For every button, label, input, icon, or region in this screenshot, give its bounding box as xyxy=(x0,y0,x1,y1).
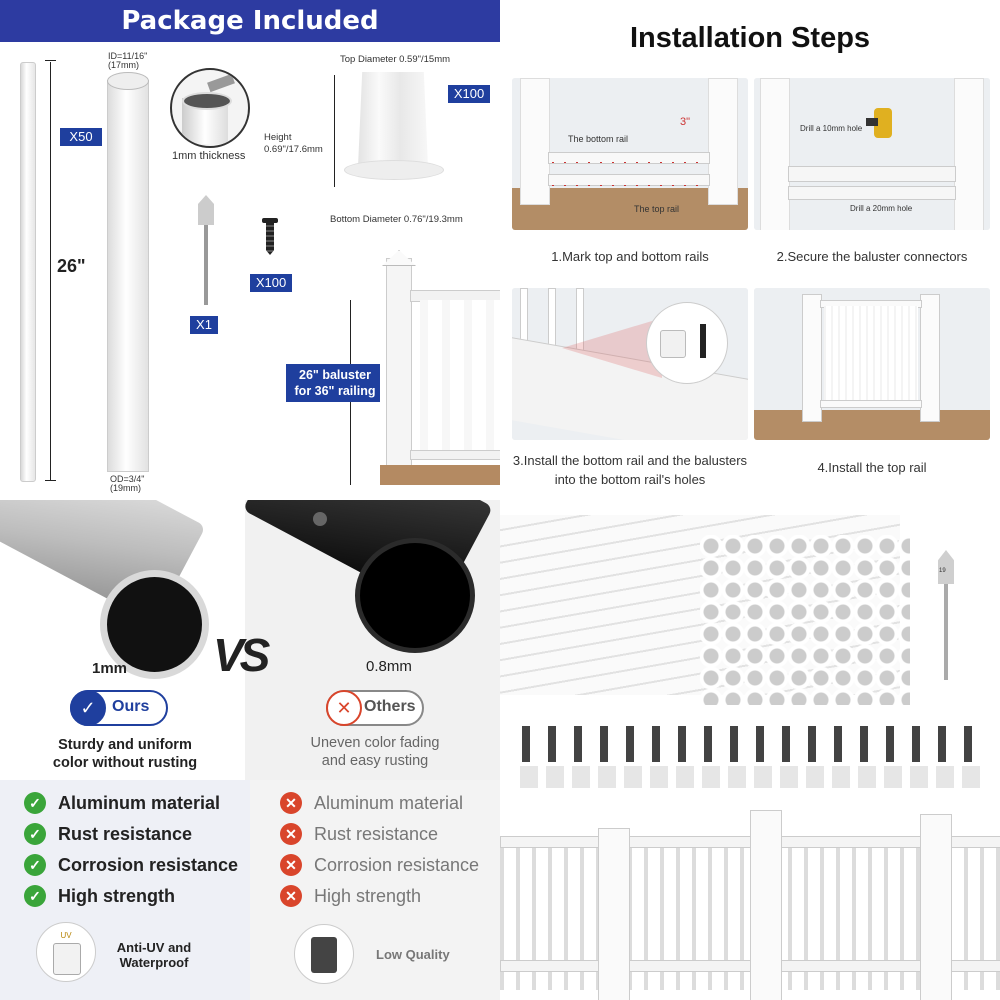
height-dim-line xyxy=(334,75,335,187)
package-title: Package Included xyxy=(0,0,500,42)
inner-diameter-label: ID=11/16" (17mm) xyxy=(108,51,148,70)
ours-feature-check-icon: ✓ xyxy=(24,885,46,907)
others-feature-cross-icon: ✕ xyxy=(280,823,302,845)
comparison-panel: 1mm 0.8mm VS ✓ Ours ✕ Others Sturdy and … xyxy=(0,500,500,1000)
step2-caption: 2.Secure the baluster connectors xyxy=(776,249,968,264)
others-feature-cross-icon: ✕ xyxy=(280,792,302,814)
thickness-zoom-circle xyxy=(170,68,250,148)
ours-feature-3: Corrosion resistance xyxy=(58,855,239,875)
others-feature-cross-icon: ✕ xyxy=(280,885,302,907)
ours-description: Sturdy and uniform color without rusting xyxy=(52,737,198,771)
step3-image xyxy=(512,288,748,440)
length-label: 26" xyxy=(57,256,86,276)
step1-caption: 1.Mark top and bottom rails xyxy=(551,249,709,264)
railing-illustration xyxy=(380,250,500,485)
dim-tick-top xyxy=(45,60,56,61)
quantity-badge-x50: X50 xyxy=(60,128,102,146)
others-thickness: 0.8mm xyxy=(366,658,412,675)
others-feature-3: Corrosion resistance xyxy=(314,855,480,875)
thickness-label: 1mm thickness xyxy=(172,150,246,162)
screw-image xyxy=(260,218,280,258)
ours-badge: ✓ Ours xyxy=(70,690,168,726)
uv-text: UV xyxy=(60,931,72,940)
step2-label-20mm: Drill a 20mm hole xyxy=(850,204,913,213)
installation-steps-panel: Installation Steps The bottom rail The t… xyxy=(500,0,1000,500)
ours-check-icon: ✓ xyxy=(70,690,106,726)
step1-label-top-rail: The top rail xyxy=(634,204,680,214)
uv-connector-icon: UV xyxy=(36,922,96,982)
others-badge: ✕ Others xyxy=(326,690,424,726)
others-cross-icon: ✕ xyxy=(326,690,362,726)
tube-top-opening xyxy=(107,72,149,90)
baluster-thin xyxy=(20,62,36,482)
installation-title: Installation Steps xyxy=(629,22,871,54)
ours-feature-check-icon: ✓ xyxy=(24,792,46,814)
package-included-panel: Package Included X50 26" ID=11/16" (17mm… xyxy=(0,0,500,500)
spade-bit: 19 xyxy=(934,550,958,685)
others-feature-cross-icon: ✕ xyxy=(280,854,302,876)
height-label: Height 0.69"/17.6mm xyxy=(264,132,323,155)
baluster-note-box xyxy=(286,364,380,402)
ours-feature-2: Rust resistance xyxy=(58,824,193,844)
curved-railing-image xyxy=(500,810,1000,1000)
step2-image: Drill a 10mm hole Drill a 20mm hole xyxy=(754,78,990,230)
ours-feature-1: Aluminum material xyxy=(58,793,221,813)
connectors-row xyxy=(520,766,986,788)
quantity-badge-x1: X1 xyxy=(190,316,218,334)
low-quality-connector-icon xyxy=(294,924,354,984)
bottom-diameter-label: Bottom Diameter 0.76"/19.3mm xyxy=(330,214,463,225)
baluster-bundle-image xyxy=(500,505,910,705)
others-feature-2: Rust resistance xyxy=(314,824,439,844)
step1-image: The bottom rail The top rail 3" xyxy=(512,78,748,230)
ours-footer-text: Anti-UV and Waterproof xyxy=(116,940,192,970)
others-tube-image xyxy=(242,500,494,653)
ours-feature-check-icon: ✓ xyxy=(24,823,46,845)
step4-image xyxy=(754,288,990,440)
screws-row xyxy=(522,726,982,762)
ours-badge-label: Ours xyxy=(112,698,150,715)
others-footer-text: Low Quality xyxy=(376,947,450,962)
step3-caption: 3.Install the bottom rail and the balust… xyxy=(512,453,748,487)
others-feature-1: Aluminum material xyxy=(314,793,464,813)
drill-bit-number: 19 xyxy=(939,568,946,574)
connector-image xyxy=(344,72,444,180)
step1-label-bottom-rail: The bottom rail xyxy=(568,134,629,144)
quantity-badge-x100-screw: X100 xyxy=(250,274,292,292)
step4-caption: 4.Install the top rail xyxy=(817,460,927,475)
quantity-badge-x100-connector: X100 xyxy=(448,85,490,103)
ours-feature-4: High strength xyxy=(58,886,175,906)
others-description: Uneven color fading and easy rusting xyxy=(310,735,440,769)
dim-tick-bottom xyxy=(45,480,56,481)
outer-diameter-label: OD=3/4" (19mm) xyxy=(110,474,145,493)
ours-tube-image xyxy=(0,500,220,679)
ours-thickness: 1mm xyxy=(92,660,128,677)
step2-label-10mm: Drill a 10mm hole xyxy=(800,124,863,133)
top-diameter-label: Top Diameter 0.59"/15mm xyxy=(340,54,451,65)
baluster-note: 26" baluster for 36" railing xyxy=(294,368,376,398)
others-badge-label: Others xyxy=(364,698,416,715)
ours-feature-check-icon: ✓ xyxy=(24,854,46,876)
length-dimension-line xyxy=(50,62,51,480)
step1-measure: 3" xyxy=(680,116,691,128)
baluster-tube xyxy=(107,80,149,472)
others-feature-4: High strength xyxy=(314,886,422,906)
products-panel: 19 xyxy=(500,500,1000,1000)
spade-drill-bit-image xyxy=(186,195,226,310)
vs-label: VS xyxy=(213,629,270,681)
